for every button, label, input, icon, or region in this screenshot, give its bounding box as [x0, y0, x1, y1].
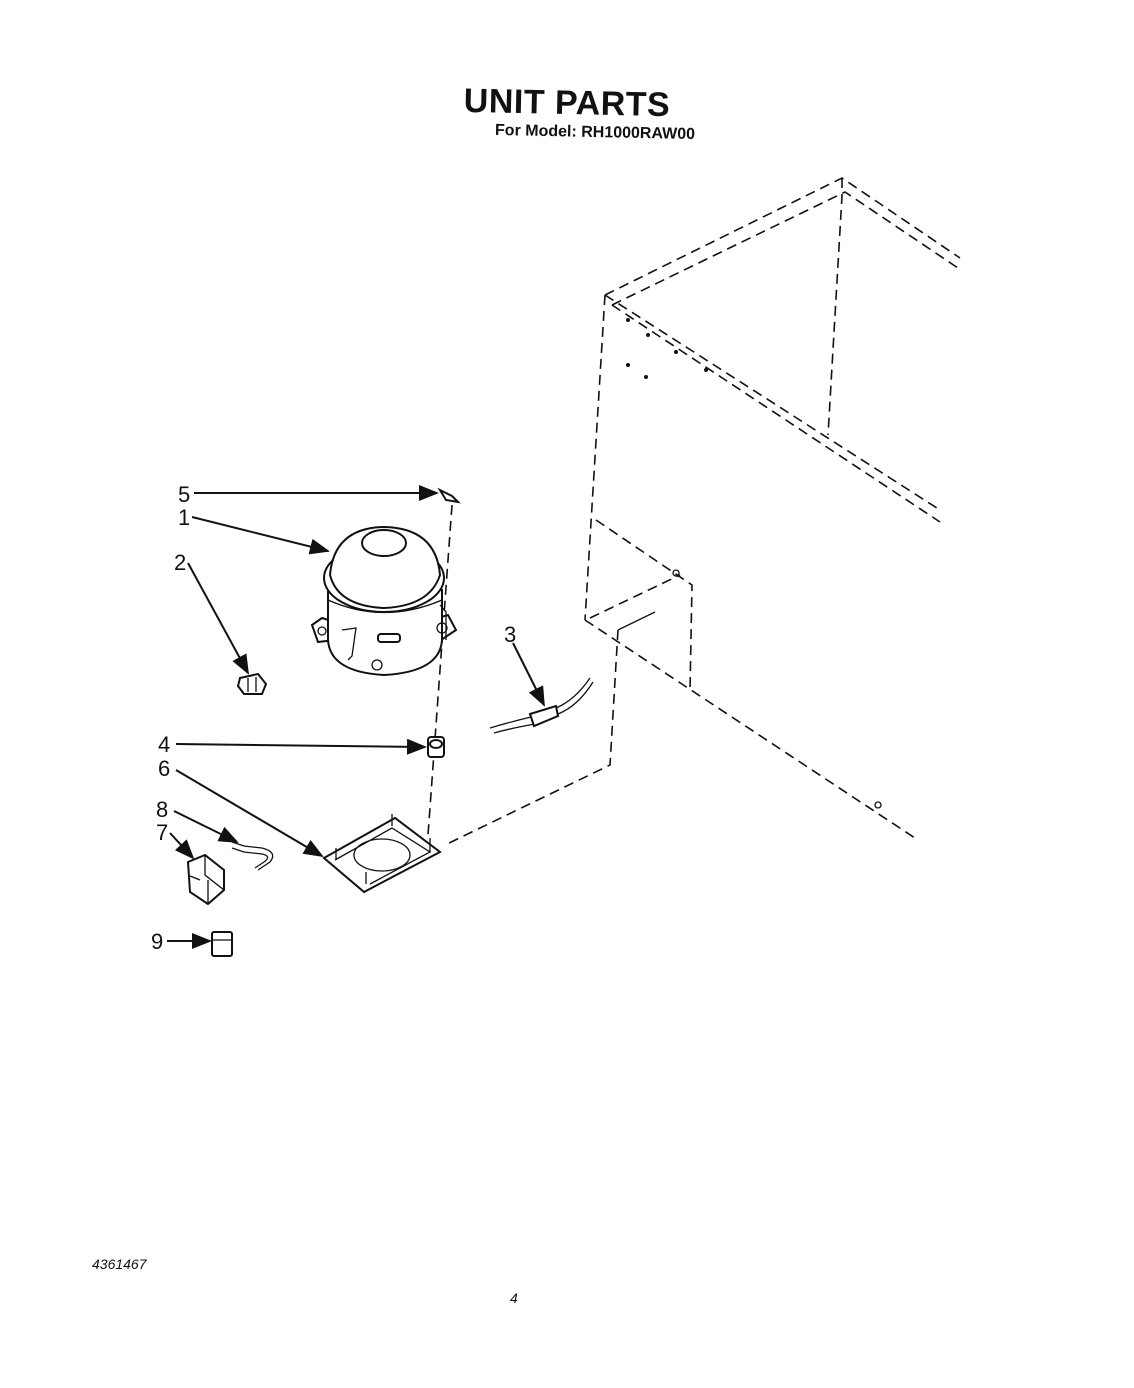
relay-part-2: [236, 672, 268, 695]
callout-6: 6: [158, 756, 170, 781]
callout-1: 1: [178, 505, 190, 530]
fitting-part-5: [437, 487, 461, 504]
callout-8: 8: [156, 797, 168, 822]
mounting-axis: [427, 504, 453, 836]
terminal-block-part-7: [186, 853, 225, 906]
tube-path: [444, 629, 619, 846]
callout-4: 4: [158, 732, 170, 757]
compressor-part: [310, 525, 458, 677]
cabinet-outline: [584, 177, 961, 841]
grommet-part-4: [427, 736, 445, 758]
connector-part-9: [211, 931, 233, 957]
page-number: 4: [510, 1290, 518, 1306]
callout-3: 3: [504, 622, 516, 647]
document-number: 4361467: [92, 1256, 147, 1272]
callout-9: 9: [151, 929, 163, 954]
callout-leaders: [167, 485, 545, 949]
drier-part-3: [489, 677, 594, 734]
callout-5: 5: [178, 482, 190, 507]
callout-2: 2: [174, 550, 186, 575]
clip-part-8: [231, 841, 274, 871]
tube-stub: [617, 611, 656, 631]
base-plate-part-6: [322, 814, 442, 894]
callout-7: 7: [156, 820, 168, 845]
